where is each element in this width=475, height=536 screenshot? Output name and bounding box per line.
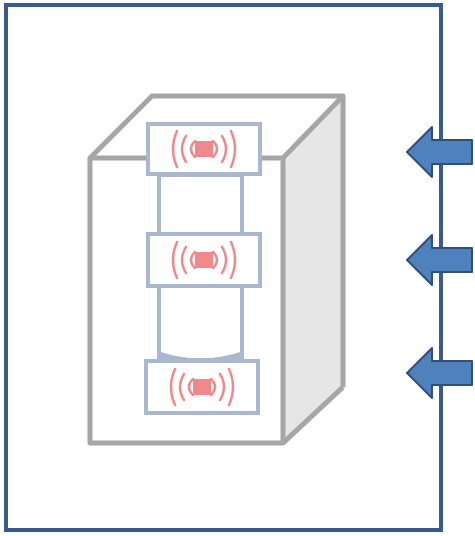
rfid-tag-icon (171, 240, 237, 280)
rfid-tags (144, 122, 262, 415)
tube-upper-segment (157, 173, 244, 237)
tube-lower-segment (157, 283, 244, 362)
rfid-tag-icon (169, 367, 235, 407)
box-bottom-edge (281, 385, 345, 445)
incoming-arrow-bottom arrow-left-icon (406, 347, 473, 399)
rfid-tag-middle (146, 232, 262, 288)
box-side-face (283, 96, 343, 443)
incoming-arrow-middle arrow-left-icon (406, 234, 473, 286)
box-top-face (88, 93, 346, 160)
rfid-tag-top (146, 122, 262, 176)
rfid-tag-bottom (144, 359, 260, 415)
incoming-arrow-top arrow-left-icon (406, 126, 473, 178)
incoming-arrows (406, 126, 473, 399)
rfid-tag-icon (171, 129, 237, 169)
